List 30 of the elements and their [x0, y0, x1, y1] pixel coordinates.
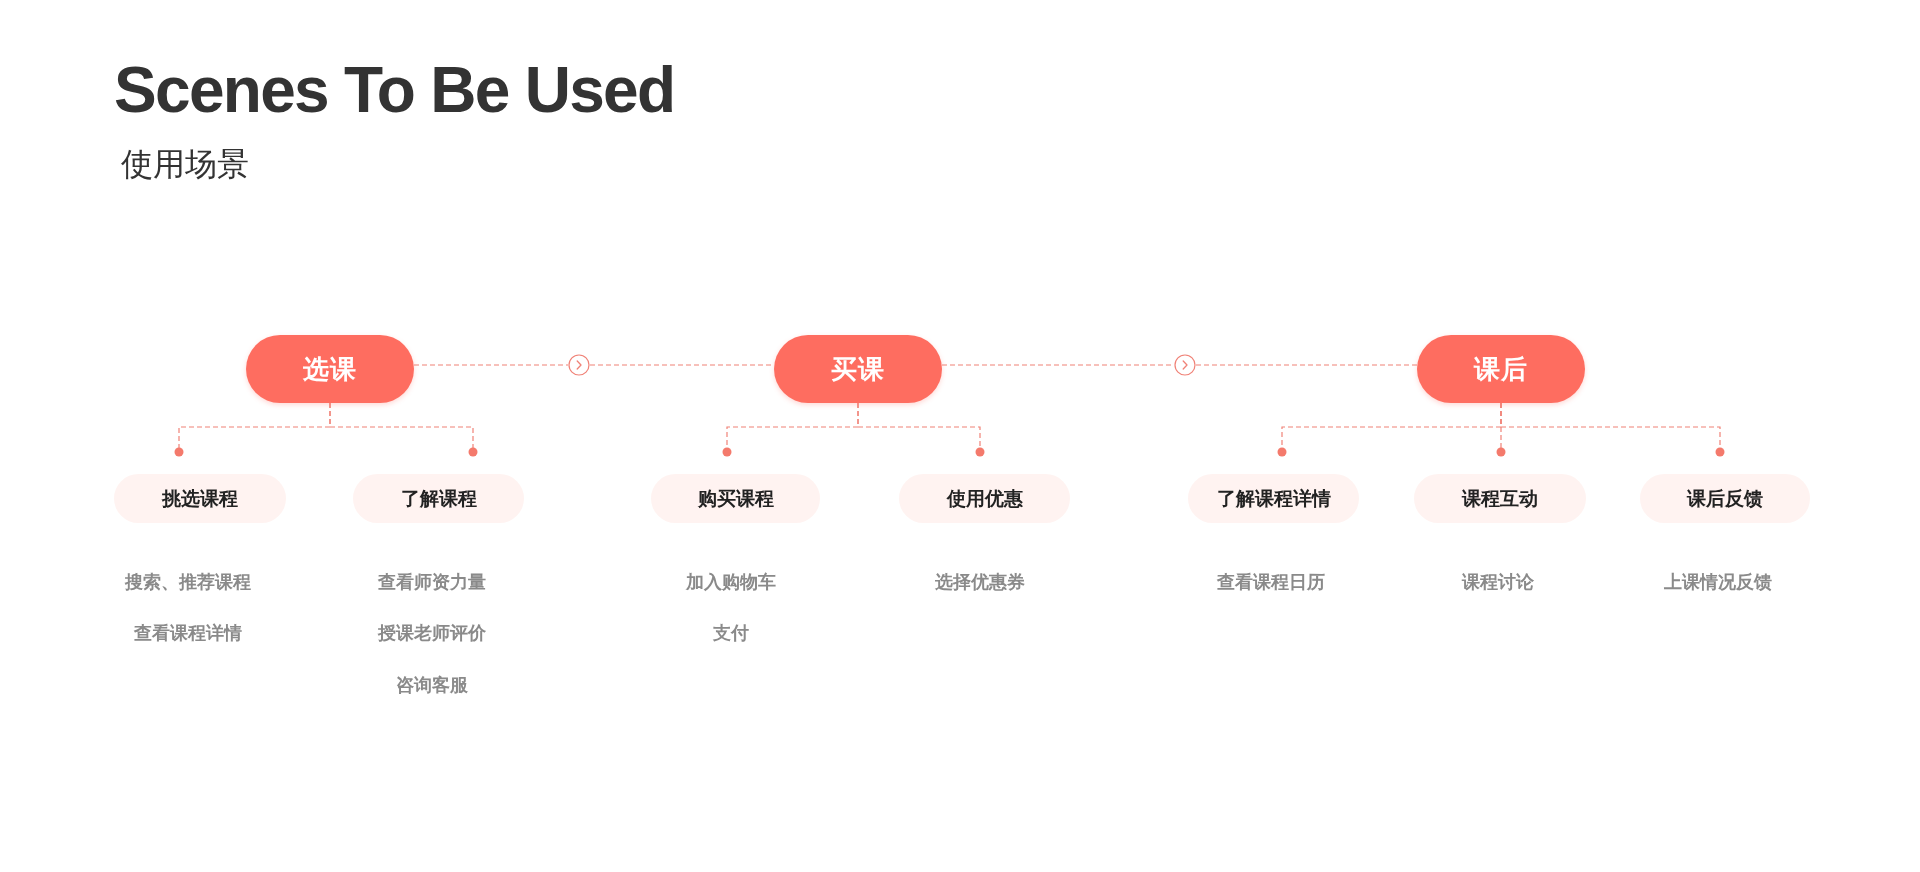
sub-item-text: 咨询客服 — [396, 675, 468, 697]
flow-connector — [413, 364, 569, 366]
step-pill: 使用优惠 — [899, 474, 1070, 523]
chevron-circle — [1174, 354, 1196, 376]
branch-connector — [329, 402, 478, 457]
sub-item-text: 课程讨论 — [1462, 572, 1534, 594]
sub-item-text: 查看课程日历 — [1217, 572, 1325, 594]
title: Scenes To Be Used — [114, 58, 675, 122]
chevron-circle — [568, 354, 590, 376]
step-pill: 课程互动 — [1414, 474, 1586, 523]
sub-item-text: 支付 — [713, 623, 749, 645]
step-pill: 课后反馈 — [1640, 474, 1810, 523]
sub-item-text: 上课情况反馈 — [1664, 572, 1772, 594]
stage-pill: 课后 — [1417, 335, 1585, 403]
sub-item-text: 加入购物车 — [686, 572, 776, 594]
stage-pill: 选课 — [246, 335, 414, 403]
branch-connector — [1500, 402, 1725, 457]
flow-connector — [1195, 364, 1418, 366]
subtitle: 使用场景 — [121, 148, 249, 180]
sub-item-text: 查看师资力量 — [378, 572, 486, 594]
step-pill: 挑选课程 — [114, 474, 286, 523]
step-pill: 了解课程 — [353, 474, 524, 523]
step-pill: 购买课程 — [651, 474, 820, 523]
sub-item-text: 授课老师评价 — [378, 623, 486, 645]
step-pill: 了解课程详情 — [1188, 474, 1359, 523]
sub-item-text: 搜索、推荐课程 — [125, 572, 251, 594]
branch-connector — [857, 402, 985, 457]
sub-item-text: 查看课程详情 — [134, 623, 242, 645]
sub-item-text: 选择优惠券 — [935, 572, 1025, 594]
stage-pill: 买课 — [774, 335, 942, 403]
